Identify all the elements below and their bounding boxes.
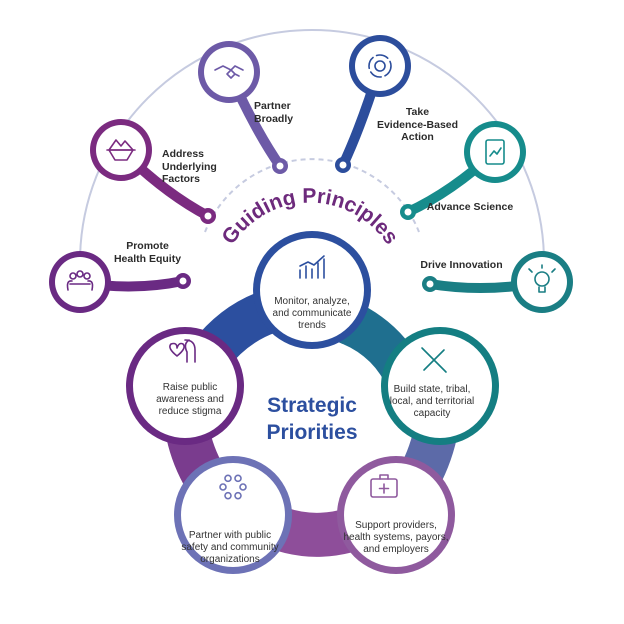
heart-heads-icon: [169, 339, 196, 363]
gear-cycle-icon: [368, 54, 392, 78]
priority-node-face: [344, 463, 448, 567]
principle-label-drive-innovation: Drive Innovation: [420, 259, 503, 271]
bar-chart-trend-icon: [299, 255, 325, 279]
priority-node-4: [174, 456, 292, 574]
medical-kit-icon: [370, 474, 398, 498]
iceberg-icon: [106, 139, 136, 161]
priority-nodes: [126, 231, 499, 574]
priority-node-face: [133, 334, 237, 438]
lightbulb-icon: [528, 264, 556, 293]
people-in-hands-icon: [66, 270, 94, 291]
priority-label-raise-awareness: Raise public awareness and reduce stigma: [156, 382, 224, 417]
clipboard-chart-icon: [485, 139, 505, 165]
priority-label-build-capacity: Build state, tribal, local, and territor…: [389, 384, 475, 419]
principle-pin-tip-dot: [276, 162, 284, 170]
priority-node-1: [253, 231, 371, 349]
principle-pin-3: [198, 41, 288, 174]
priority-node-face: [260, 238, 364, 342]
priority-node-5: [126, 327, 244, 445]
principle-label-take-evidence-based-action: Take Evidence-Based Action: [376, 106, 459, 143]
priority-node-face: [388, 334, 492, 438]
inner-arc: [204, 158, 420, 233]
principle-pin-6: [422, 251, 573, 313]
principle-pin-5: [400, 121, 526, 220]
principle-pin-face: [355, 41, 405, 91]
principle-pin-tip-dot: [426, 280, 434, 288]
principle-pin-tip-dot: [404, 208, 412, 216]
principle-label-partner-broadly: Partner Broadly: [254, 100, 294, 125]
handshake-icon: [214, 65, 244, 79]
priority-label-monitor: Monitor, analyze, and communicate trends: [272, 296, 352, 331]
ring-center: [230, 338, 394, 502]
priority-node-3: [337, 456, 455, 574]
principle-label-advance-science: Advance Science: [426, 201, 514, 213]
priority-label-partner-public-safety: Partner with public safety and community…: [181, 530, 279, 565]
principle-pin-tip-dot: [339, 161, 347, 169]
principle-pin-tip-dot: [204, 212, 212, 220]
priority-node-2: [381, 327, 499, 445]
principle-pin-4: [335, 35, 411, 173]
community-circle-icon: [219, 474, 247, 500]
principle-label-address-underlying-factors: Address Underlying Factors: [162, 148, 217, 185]
principle-pin-1: [49, 251, 191, 313]
strategic-priorities-title: Strategic Priorities: [266, 394, 358, 444]
tools-icon: [421, 347, 447, 373]
priority-label-support-providers: Support providers, health systems, payor…: [343, 520, 449, 555]
principle-label-promote-health-equity: Promote Health Equity: [113, 240, 182, 265]
principle-pin-face: [55, 257, 105, 307]
principle-pin-tip-dot: [179, 277, 187, 285]
principle-pins: [49, 35, 573, 313]
priority-node-face: [181, 463, 285, 567]
principle-pin-2: [90, 119, 216, 224]
